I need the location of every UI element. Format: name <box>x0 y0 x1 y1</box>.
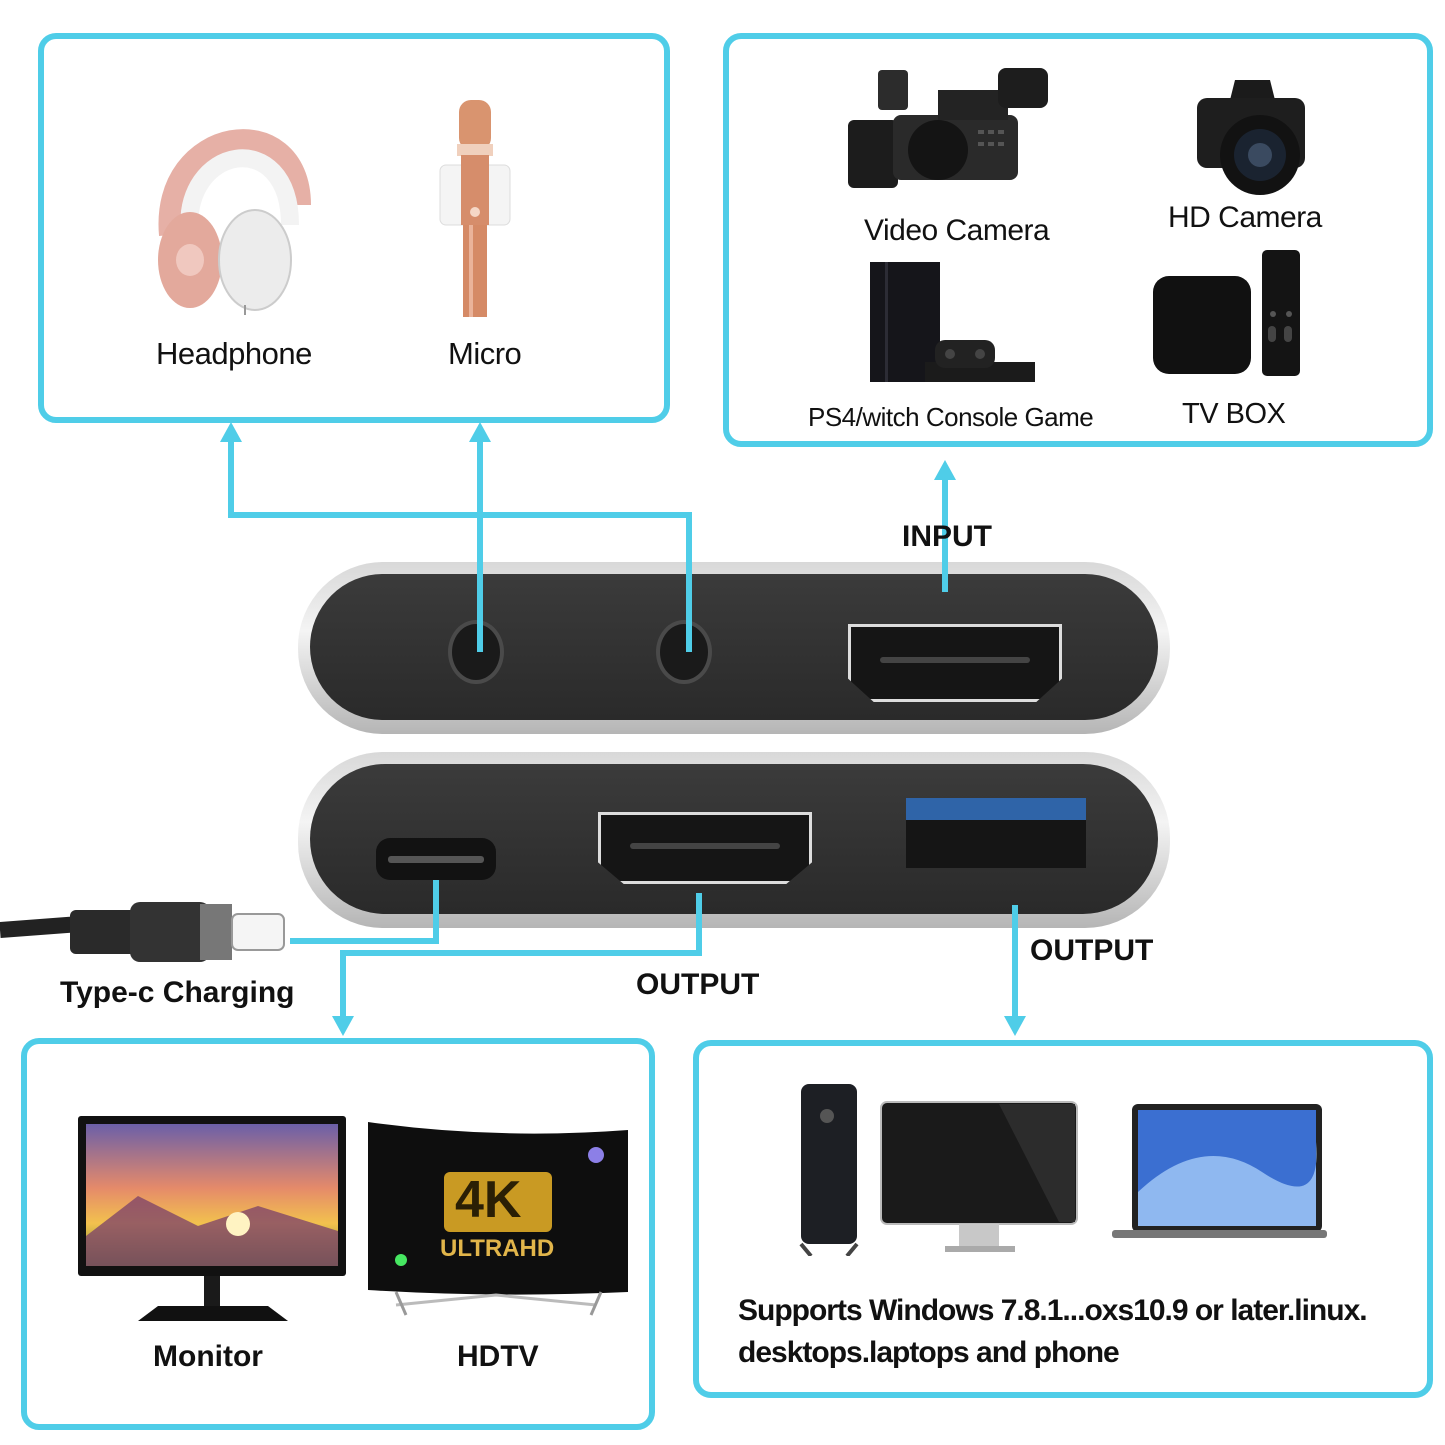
arrow-down-icon <box>1004 1016 1026 1036</box>
monitor-label: Monitor <box>153 1340 263 1373</box>
arrow-up-icon <box>220 422 242 442</box>
output-usb-label: OUTPUT <box>1030 934 1154 967</box>
hdtv-ultrahd-text: ULTRAHD <box>440 1235 555 1262</box>
connector-line <box>340 950 702 956</box>
type-c-charging-label: Type-c Charging <box>60 976 295 1009</box>
monitor-icon <box>78 1116 346 1321</box>
connector-line <box>942 560 948 592</box>
game-console-icon <box>870 262 1035 382</box>
arrow-up-icon <box>934 460 956 480</box>
connector-line <box>477 440 483 652</box>
tv-box-label: TV BOX <box>1182 398 1286 430</box>
hdtv-icon <box>368 1122 628 1316</box>
arrow-up-icon <box>469 422 491 442</box>
hdmi-output-port[interactable] <box>598 812 812 884</box>
display-icon <box>880 1101 1078 1252</box>
hdtv-4k-text: 4K <box>455 1171 522 1229</box>
dslr-camera-icon <box>1197 80 1305 195</box>
video-camera-label: Video Camera <box>864 214 1050 247</box>
hdmi-input-port[interactable] <box>848 624 1062 702</box>
connector-line <box>228 512 692 518</box>
input-devices-box <box>723 33 1433 447</box>
input-label: INPUT <box>902 520 992 553</box>
laptop-icon <box>1112 1104 1327 1238</box>
connector-line <box>228 440 234 518</box>
connector-line <box>686 560 692 652</box>
os-support-text-line-2: desktops.laptops and phone <box>738 1336 1120 1369</box>
micro-label: Micro <box>448 336 522 371</box>
os-support-text-line-1: Supports Windows 7.8.1...oxs10.9 or late… <box>738 1294 1368 1327</box>
connector-line <box>433 880 439 944</box>
usb-c-port[interactable] <box>376 838 496 880</box>
desktop-tower-icon <box>799 1084 859 1256</box>
headphone-jack[interactable] <box>448 620 504 684</box>
audio-devices-box <box>38 33 670 423</box>
microphone-icon <box>439 100 511 317</box>
connector-line <box>477 560 483 652</box>
microphone-jack[interactable] <box>656 620 712 684</box>
usb-a-port[interactable] <box>906 798 1086 868</box>
headphone-icon <box>158 129 311 315</box>
connector-line <box>1012 905 1018 1017</box>
video-camera-icon <box>848 68 1048 188</box>
hd-camera-label: HD Camera <box>1168 201 1322 234</box>
connector-line <box>942 478 948 592</box>
arrow-down-icon <box>332 1016 354 1036</box>
connector-line <box>340 950 346 1016</box>
connector-line <box>290 938 439 944</box>
hdtv-label: HDTV <box>457 1340 539 1373</box>
tv-box-icon <box>1153 250 1300 376</box>
connector-line <box>696 893 702 956</box>
console-label: PS4/witch Console Game <box>808 402 1094 432</box>
output-hdmi-label: OUTPUT <box>636 968 760 1001</box>
usb-c-cable-icon[interactable] <box>0 896 290 976</box>
headphone-label: Headphone <box>156 336 312 371</box>
